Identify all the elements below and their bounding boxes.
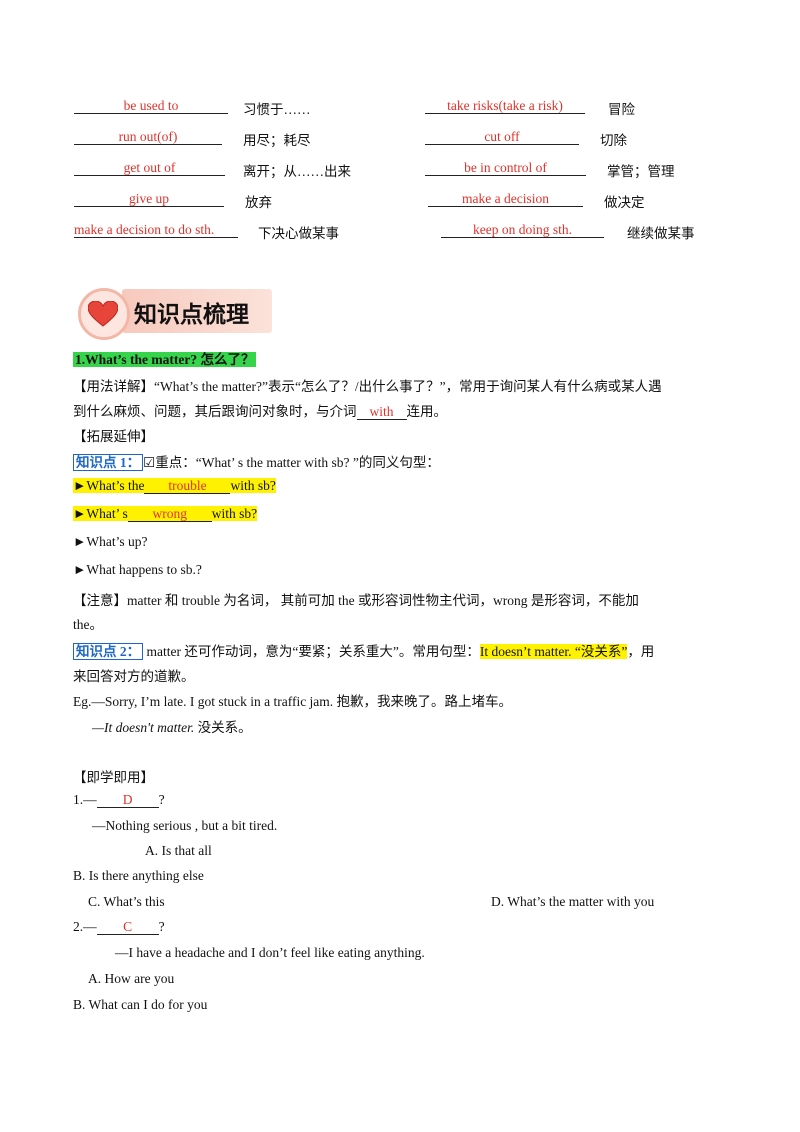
- phrase-meaning: 离开；从……出来: [243, 164, 351, 179]
- phrase-answer: take risks(take a risk): [425, 98, 585, 114]
- point-heading: 1.What’s the matter? 怎么了？: [73, 352, 257, 367]
- phrase-answer: cut off: [425, 129, 579, 145]
- example-line-2: —It doesn't matter. 没关系。: [92, 720, 252, 735]
- phrase-meaning: 掌管；管理: [607, 164, 675, 179]
- note-line-1: 【注意】matter 和 trouble 为名词， 其前可加 the 或形容词性…: [73, 593, 639, 608]
- option-a: A. How are you: [88, 971, 175, 986]
- kp1-item-3: ►What’s up?: [73, 534, 148, 549]
- phrase-meaning: 继续做某事: [627, 226, 695, 241]
- phrase-answer: make a decision: [428, 191, 583, 207]
- question-answer: D: [96, 792, 159, 808]
- kp2-tag: 知识点 2：: [73, 643, 144, 660]
- option-d: D. What’s the matter with you: [491, 894, 655, 909]
- phrase-meaning: 切除: [600, 133, 627, 148]
- example-line-1: Eg.—Sorry, I’m late. I got stuck in a tr…: [73, 694, 513, 709]
- heart-icon: [88, 301, 118, 327]
- practice-label: 【即学即用】: [73, 770, 154, 785]
- section-title: 知识点梳理: [134, 302, 249, 328]
- phrase-answer: be used to: [74, 98, 228, 114]
- kp1-tag: 知识点 1：: [73, 454, 144, 471]
- phrase-meaning: 习惯于……: [243, 102, 311, 117]
- phrase-meaning: 做决定: [604, 195, 645, 210]
- option-b: B. What can I do for you: [73, 997, 208, 1012]
- section-title-banner: 知识点梳理: [78, 284, 274, 340]
- kp1-line: 知识点 1：☑重点：“What’ s the matter with sb? ”…: [73, 451, 440, 471]
- phrase-answer: be in control of: [425, 160, 586, 176]
- usage-label: 【用法详解】: [73, 379, 154, 394]
- phrase-meaning: 用尽；耗尽: [243, 133, 311, 148]
- usage-line-1: 【用法详解】“What’s the matter?”表示“怎么了？/出什么事了？…: [73, 379, 662, 394]
- kp2-line-2: 来回答对方的道歉。: [73, 669, 195, 684]
- title-plate: [122, 289, 272, 333]
- phrase-meaning: 放弃: [245, 195, 272, 210]
- phrase-answer: get out of: [74, 160, 225, 176]
- extend-label: 【拓展延伸】: [73, 429, 154, 444]
- question-2-reply: —I have a headache and I don’t feel like…: [115, 945, 425, 960]
- kp1-answer: wrong: [127, 506, 212, 522]
- question-2: 2.—C?: [73, 919, 165, 935]
- phrase-meaning: 冒险: [608, 102, 635, 117]
- option-c: C. What’s this: [88, 894, 165, 909]
- phrase-answer: run out(of): [74, 129, 222, 145]
- question-answer: C: [96, 919, 159, 935]
- phrase-answer: keep on doing sth.: [441, 222, 604, 238]
- phrase-meaning: 下决心做某事: [258, 226, 339, 241]
- usage-answer: with: [356, 404, 407, 420]
- phrase-answer: give up: [74, 191, 224, 207]
- option-a: A. Is that all: [145, 843, 212, 858]
- kp2-line: 知识点 2： matter 还可作动词，意为“要紧；关系重大”。常用句型：It …: [73, 640, 654, 660]
- phrase-answer: make a decision to do sth.: [74, 222, 238, 238]
- kp1-answer: trouble: [144, 478, 231, 494]
- question-1: 1.—D?: [73, 792, 165, 808]
- option-b: B. Is there anything else: [73, 868, 204, 883]
- question-1-reply: —Nothing serious , but a bit tired.: [92, 818, 278, 833]
- note-line-2: the。: [73, 617, 103, 632]
- vocab-row-1: be used to: [74, 98, 228, 114]
- kp2-highlight: It doesn’t matter. “没关系”: [479, 644, 628, 659]
- kp1-item-4: ►What happens to sb.?: [73, 562, 202, 577]
